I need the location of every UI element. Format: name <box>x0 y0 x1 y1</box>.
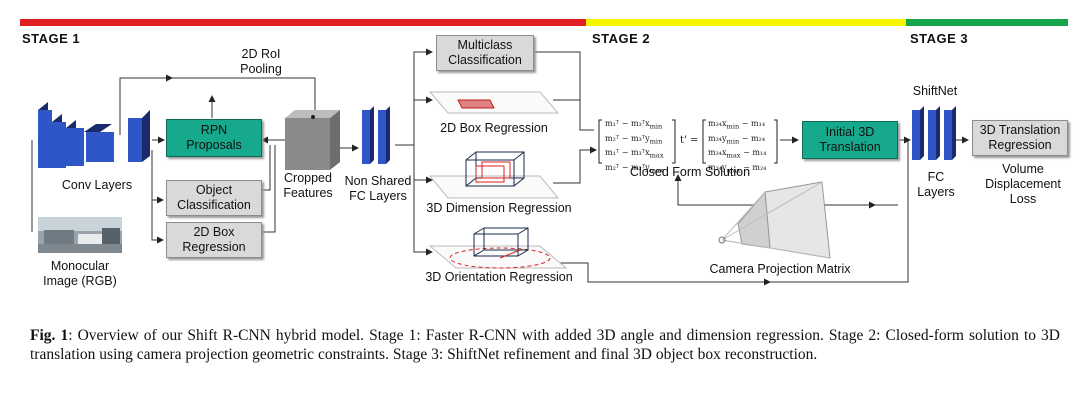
dimension-panel-graphic <box>428 151 560 199</box>
non-shared-fc-graphic <box>362 106 390 164</box>
conv-layers-label: Conv Layers <box>61 178 133 192</box>
camera-projection-label: Camera Projection Matrix <box>709 262 851 276</box>
closed-form-matrix-left: m₁ᵀ − m₃ᵀxmin m₂ᵀ − m₃ᵀymin m₁ᵀ − m₃ᵀxma… <box>605 119 664 175</box>
closed-form-matrix-right: m₃₄xmin − m₁₄ m₃₄ymin − m₂₄ m₃₄xmax − m₁… <box>708 119 767 175</box>
stage1-bar <box>20 19 586 26</box>
stage3-bar <box>906 19 1068 26</box>
dimension-regression-label: 3D Dimension Regression <box>426 201 572 215</box>
shiftnet-fc-graphic <box>912 106 956 160</box>
figure-caption: Fig. 1: Overview of our Shift R-CNN hybr… <box>30 326 1060 364</box>
t-symbol: t' = <box>680 135 699 146</box>
caption-text: : Overview of our Shift R-CNN hybrid mod… <box>30 327 1061 363</box>
fc-layers-label: FC Layers <box>917 170 955 199</box>
monocular-image <box>38 217 122 253</box>
camera-projection-graphic <box>718 181 831 259</box>
stage3-label: STAGE 3 <box>910 31 969 46</box>
monocular-image-label: Monocular Image (RGB) <box>43 259 117 288</box>
orientation-regression-label: 3D Orientation Regression <box>425 270 573 284</box>
multiclass-classification-box: Multiclass Classification <box>436 35 534 71</box>
initial-translation-box: Initial 3D Translation <box>802 121 898 159</box>
rpn-proposals-box: RPN Proposals <box>166 119 262 157</box>
cropped-features-graphic <box>285 110 340 170</box>
closed-form-brackets <box>598 119 778 164</box>
box-regression-2d-box: 2D Box Regression <box>166 222 262 258</box>
roi-pooling-label: 2D RoI Pooling <box>240 47 282 76</box>
stage1-label: STAGE 1 <box>22 31 81 46</box>
conv-layers-graphic <box>38 102 150 168</box>
translation-regression-box: 3D Translation Regression <box>972 120 1068 156</box>
cropped-features-label: Cropped Features <box>283 171 333 200</box>
box-regression-panel-label: 2D Box Regression <box>440 121 548 135</box>
stage2-label: STAGE 2 <box>592 31 651 46</box>
caption-label: Fig. 1 <box>30 327 69 344</box>
non-shared-fc-label: Non Shared FC Layers <box>344 174 412 203</box>
orientation-panel-graphic <box>428 227 568 269</box>
shiftnet-label: ShiftNet <box>912 84 958 98</box>
loss-label: Volume Displacement Loss <box>985 162 1061 206</box>
object-classification-box: Object Classification <box>166 180 262 216</box>
closed-form-label: Closed Form Solution <box>629 165 751 179</box>
box-2d-panel-graphic <box>428 91 560 114</box>
stage2-bar <box>586 19 906 26</box>
